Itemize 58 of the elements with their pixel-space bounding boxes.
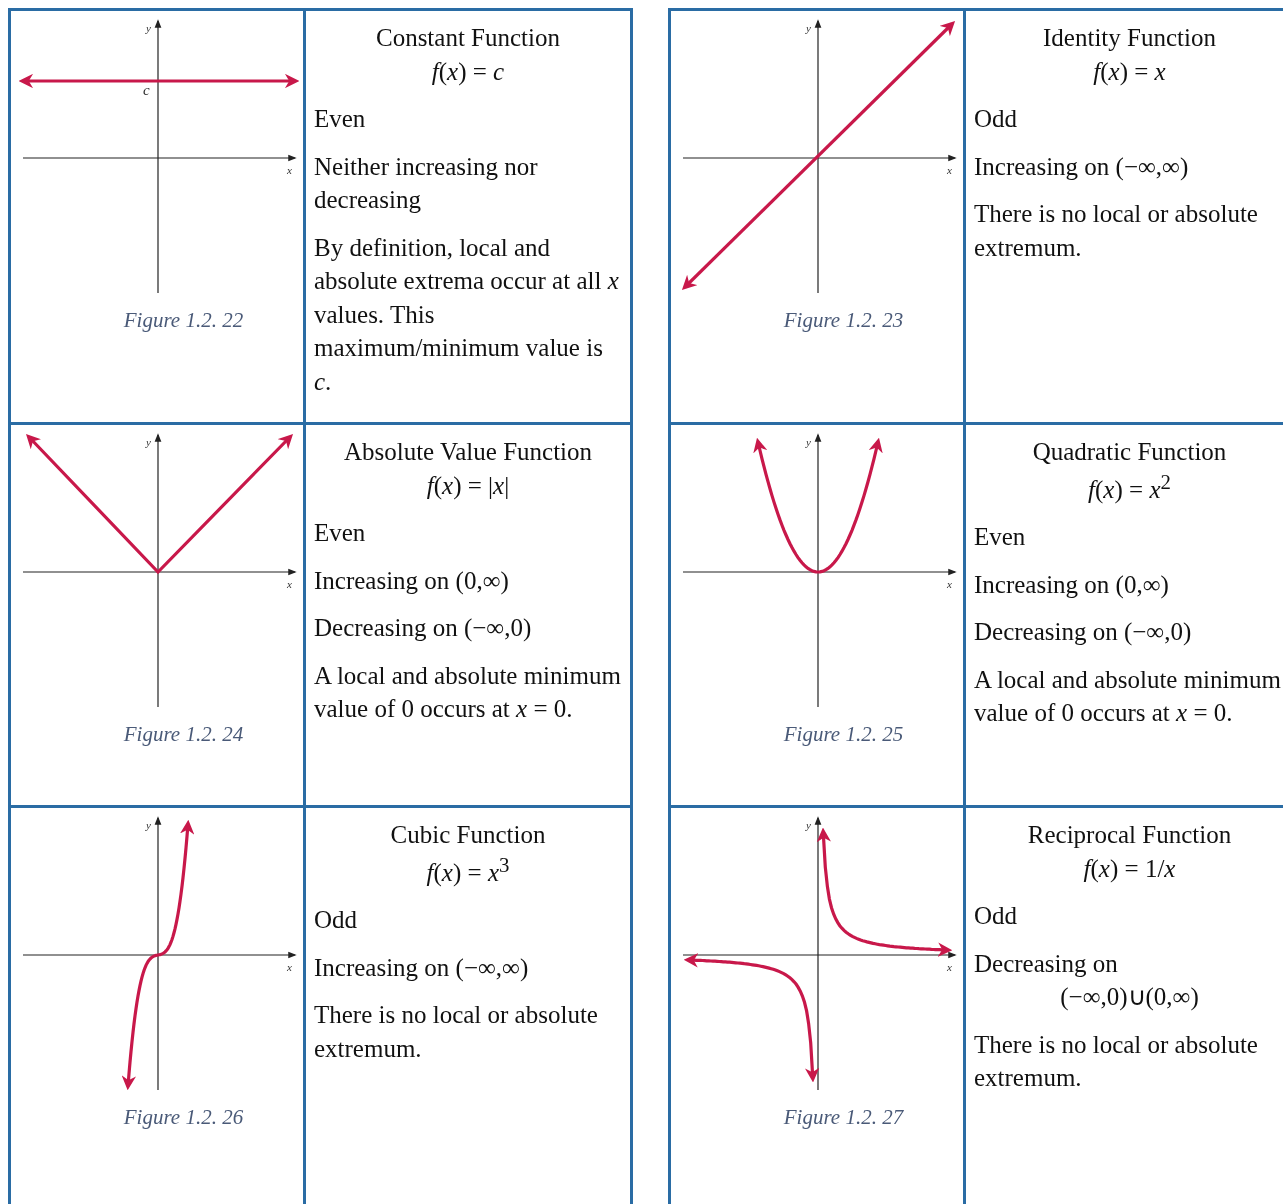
function-name: Reciprocal Function [1026, 820, 1233, 850]
axis-label: y [146, 23, 151, 34]
property-cell [306, 11, 633, 425]
axis-label: y [146, 437, 151, 448]
axis-label: x [287, 962, 292, 973]
figure-caption: Figure 1.2. 23 [782, 308, 905, 333]
figure-caption: Figure 1.2. 25 [782, 722, 905, 747]
property-text: (−∞,0)∪(0,∞) [1059, 982, 1200, 1013]
figure-caption: Figure 1.2. 22 [122, 308, 245, 333]
property-text: Even [314, 518, 367, 548]
function-name: Quadratic Function [1031, 437, 1228, 467]
property-text: Decreasing on (−∞,0) [314, 613, 533, 644]
property-cell [306, 425, 633, 808]
property-text: Odd [974, 104, 1019, 134]
figure-caption: Figure 1.2. 26 [122, 1105, 245, 1130]
property-text: Decreasing on (−∞,0) [974, 617, 1193, 648]
property-text: Odd [974, 901, 1019, 931]
function-name: Identity Function [1042, 23, 1217, 53]
property-text: Increasing on (−∞,∞) [314, 952, 530, 984]
axis-label: x [287, 165, 292, 176]
property-text: Even [974, 522, 1027, 553]
formula: f(x) = 1/x [1082, 853, 1177, 885]
property-text: Decreasing on [974, 948, 1119, 979]
graph-cell [11, 11, 306, 425]
property-text: A local and absolute minimum value of 0 occurs at x = 0. [974, 664, 1282, 729]
graph-cell [671, 11, 966, 425]
graph-cell [11, 425, 306, 808]
axis-label: x [947, 962, 952, 973]
property-text: There is no local or absolute extremum. [314, 1000, 599, 1064]
formula: f(x) = c [430, 56, 506, 88]
formula: f(x) = x [1092, 56, 1167, 88]
property-text: There is no local or absolute extremum. [974, 199, 1259, 263]
figure-caption: Figure 1.2. 24 [122, 722, 245, 747]
function-name: Constant Function [374, 23, 561, 53]
function-name: Absolute Value Function [342, 437, 594, 467]
property-text: Increasing on (0,∞) [314, 565, 510, 597]
axis-label: y [146, 820, 151, 831]
intercept-label: c [143, 83, 150, 98]
property-text: Increasing on (−∞,∞) [974, 151, 1190, 183]
axis-label: x [947, 579, 952, 590]
property-text: By definition, local and absolute extrema occur at all x values. This maximum/minimum value is c. [314, 232, 620, 397]
function-name: Cubic Function [389, 820, 547, 850]
formula: f(x) = x$^{3}$ [425, 851, 511, 889]
axis-label: x [947, 165, 952, 176]
figure-caption: Figure 1.2. 27 [782, 1105, 905, 1130]
axis-label: y [806, 437, 811, 448]
formula: f(x) = x$^{2}$ [1087, 468, 1172, 506]
formula: f(x) = |x| [425, 470, 511, 502]
axis-label: y [806, 820, 811, 831]
property-text: There is no local or absolute extremum. [974, 1029, 1259, 1093]
property-text: Even [314, 104, 367, 134]
graph-cell [671, 425, 966, 808]
property-text: A local and absolute minimum value of 0 occurs at x = 0. [314, 660, 622, 724]
property-text: Odd [314, 905, 359, 936]
property-text: Neither increasing nor decreasing [314, 151, 539, 215]
axis-label: y [806, 23, 811, 34]
property-text: Increasing on (0,∞) [974, 569, 1170, 601]
axis-label: x [287, 579, 292, 590]
